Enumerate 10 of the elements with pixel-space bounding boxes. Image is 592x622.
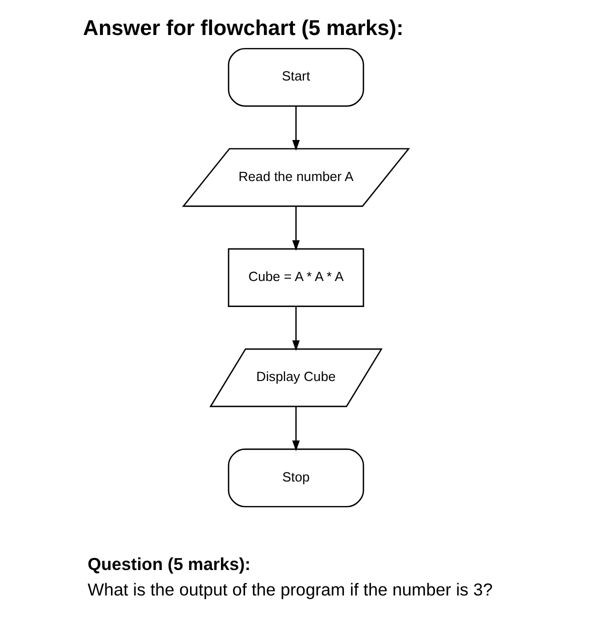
arrow	[292, 306, 300, 352]
arrow	[292, 406, 300, 452]
node-box: Stop	[228, 448, 364, 508]
node-box: Cube = A * A * A	[228, 248, 364, 307]
label: What is the output of the program if the number is 3?	[88, 579, 493, 600]
diagram-title: Answer for flowchart (5 marks):	[83, 16, 404, 40]
node-box: Start	[228, 48, 364, 107]
label: Question (5 marks):	[88, 554, 251, 574]
arrow	[292, 206, 300, 251]
arrow	[292, 106, 300, 151]
